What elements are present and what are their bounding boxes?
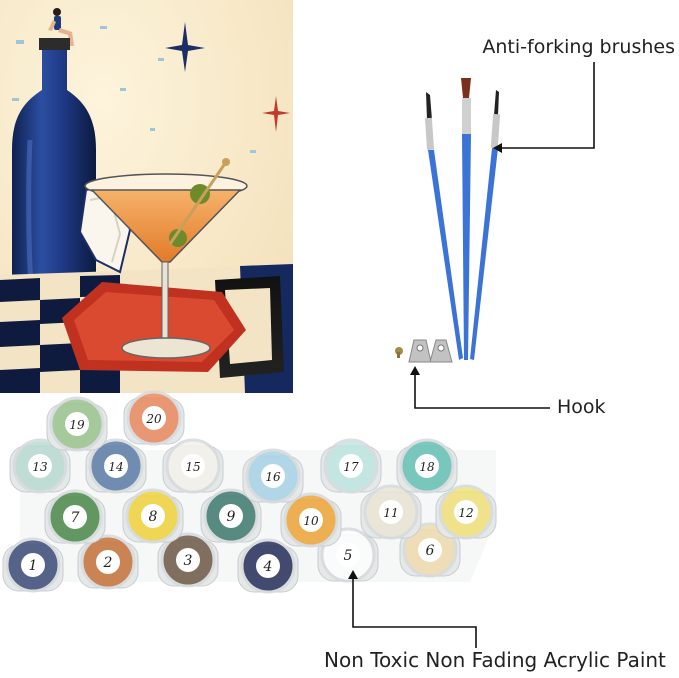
paint-pot-3: 3 bbox=[157, 532, 219, 588]
paint-pot-number: 9 bbox=[227, 509, 236, 525]
paint-pot-17: 17 bbox=[320, 438, 382, 494]
paint-pot-8: 8 bbox=[122, 488, 184, 544]
paint-pot-number: 20 bbox=[145, 412, 162, 426]
paint-pot-4: 4 bbox=[237, 538, 299, 594]
paint-pot-6: 6 bbox=[399, 522, 461, 578]
paint-pot-number: 15 bbox=[185, 460, 200, 474]
paint-pot-16: 16 bbox=[242, 448, 304, 504]
paint-pot-number: 3 bbox=[184, 553, 193, 569]
paint-pot-number: 18 bbox=[419, 460, 435, 474]
brush-right bbox=[470, 90, 501, 360]
paint-pot-number: 5 bbox=[344, 548, 353, 564]
paint-pot-1: 1 bbox=[2, 537, 64, 593]
paint-pot-9: 9 bbox=[200, 488, 262, 544]
paint-pot-11: 11 bbox=[360, 484, 422, 540]
paint-pot-18: 18 bbox=[396, 438, 458, 494]
paint-pot-5: 5 bbox=[317, 527, 379, 583]
paint-pot-number: 4 bbox=[263, 559, 273, 575]
paint-pot-number: 7 bbox=[71, 510, 80, 526]
paint-pot-number: 19 bbox=[69, 418, 85, 432]
martini-glass bbox=[84, 158, 248, 359]
paint-pot-15: 15 bbox=[162, 438, 224, 494]
brushes bbox=[424, 62, 595, 360]
paint-pot-7: 7 bbox=[44, 489, 106, 545]
brush-middle bbox=[461, 78, 471, 360]
paint-pot-number: 11 bbox=[383, 506, 398, 520]
paint-pot-2: 2 bbox=[77, 534, 139, 590]
paint-label: Non Toxic Non Fading Acrylic Paint bbox=[324, 648, 666, 672]
confetti-decoration bbox=[12, 26, 256, 153]
brushes-label: Anti-forking brushes bbox=[482, 36, 675, 58]
paint-pot-number: 6 bbox=[426, 543, 435, 559]
brush-left bbox=[424, 92, 463, 360]
paint-callout bbox=[348, 570, 477, 648]
hook-hardware bbox=[395, 339, 550, 409]
paint-pot-19: 19 bbox=[46, 396, 108, 452]
paint-pot-14: 14 bbox=[85, 438, 147, 494]
paint-pot-10: 10 bbox=[280, 492, 342, 548]
hook-label: Hook bbox=[557, 396, 606, 418]
paint-pot-20: 20 bbox=[123, 390, 185, 446]
paint-pot-number: 10 bbox=[303, 514, 319, 528]
sparkle-icon bbox=[165, 22, 290, 132]
canvas-painting bbox=[0, 0, 293, 393]
paint-pot-number: 14 bbox=[108, 460, 123, 474]
paint-pot-12: 12 bbox=[435, 484, 497, 540]
paint-pot-number: 12 bbox=[458, 506, 473, 520]
paint-pot-number: 16 bbox=[265, 470, 281, 484]
red-tray bbox=[62, 282, 246, 372]
paint-pot-number: 1 bbox=[29, 558, 38, 574]
paint-pot-number: 17 bbox=[343, 460, 359, 474]
paint-pot-13: 13 bbox=[9, 438, 71, 494]
paint-pot-number: 13 bbox=[32, 460, 48, 474]
paint-pot-number: 2 bbox=[103, 555, 113, 571]
paint-pot-number: 8 bbox=[149, 509, 158, 525]
